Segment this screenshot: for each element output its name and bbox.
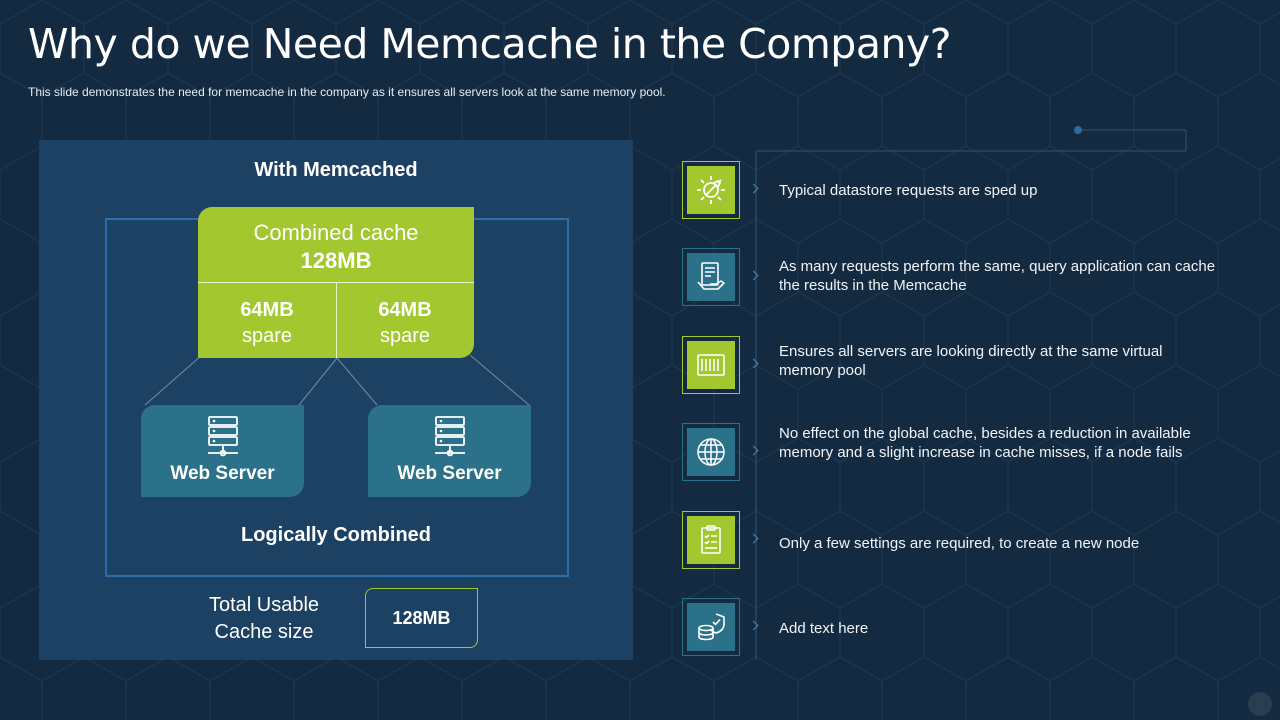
benefit-item: Only a few settings are required, to cre… [682, 511, 1242, 571]
clipboard-checklist-icon [701, 525, 721, 554]
benefit-icon-frame [682, 598, 740, 656]
combined-cache-size: 128MB [300, 248, 372, 273]
server-icon [435, 416, 465, 457]
total-label-line1: Total Usable [208, 594, 320, 616]
benefit-text: No effect on the global cache, besides a… [779, 425, 1191, 461]
benefit-item: Ensures all servers are looking directly… [682, 336, 1242, 396]
memcached-diagram-panel: With Memcached Combined cache 128MB 64MB… [39, 140, 633, 660]
spare-amount: 64MB [240, 299, 294, 321]
benefit-item: Add text here [682, 598, 1242, 658]
corner-dot [1248, 692, 1272, 716]
web-server-left: Web Server [141, 405, 304, 497]
logically-combined-label: Logically Combined [240, 524, 432, 546]
spare-label: spare [241, 325, 293, 347]
gear-wrench-icon [697, 176, 725, 204]
memory-module-icon [697, 354, 725, 376]
globe-grid-icon [697, 438, 725, 466]
total-cache-size-box: 128MB [365, 588, 478, 648]
web-server-label: Web Server [170, 463, 275, 484]
combined-cache-block: Combined cache 128MB 64MB spare 64MB spa… [198, 207, 474, 358]
benefit-item: No effect on the global cache, besides a… [682, 423, 1242, 483]
benefit-item: As many requests perform the same, query… [682, 248, 1242, 308]
chevron-right-icon [748, 183, 759, 194]
total-usable-label: Total Usable Cache size [199, 592, 329, 646]
page-subtitle: This slide demonstrates the need for mem… [28, 85, 666, 99]
benefit-text: Add text here [779, 620, 869, 637]
spare-cache-left: 64MB spare [198, 297, 336, 349]
web-server-right: Web Server [368, 405, 531, 497]
benefit-icon-frame [682, 161, 740, 219]
benefit-text: Typical datastore requests are sped up [779, 182, 1038, 199]
list-connector-lines [755, 126, 1187, 660]
cache-divider-vertical [336, 282, 337, 358]
chevron-right-icon [748, 358, 759, 369]
spare-label: spare [379, 325, 431, 347]
benefit-icon-frame [682, 248, 740, 306]
chevron-right-icon [748, 620, 759, 631]
document-hand-icon [697, 262, 725, 290]
server-icon [208, 416, 238, 457]
web-server-label: Web Server [397, 463, 502, 484]
combined-cache-title: Combined cache [253, 220, 419, 245]
benefit-text: Only a few settings are required, to cre… [779, 535, 1140, 552]
benefit-icon-frame [682, 423, 740, 481]
shield-database-icon [698, 613, 725, 641]
chevron-right-icon [748, 533, 759, 544]
total-label-line2: Cache size [214, 621, 314, 643]
diagram-connectors [144, 354, 530, 406]
chevron-right-icon [748, 445, 759, 456]
diagram-heading: With Memcached [254, 159, 418, 181]
page-title: Why do we Need Memcache in the Company? [28, 20, 951, 68]
benefit-icon-frame [682, 511, 740, 569]
spare-cache-right: 64MB spare [336, 297, 474, 349]
benefit-item: Typical datastore requests are sped up [682, 161, 1242, 221]
benefit-icon-frame [682, 336, 740, 394]
chevron-right-icon [748, 270, 759, 281]
benefit-text: As many requests perform the same, query… [779, 258, 1216, 294]
benefit-text: Ensures all servers are looking directly… [779, 343, 1163, 379]
spare-amount: 64MB [378, 299, 432, 321]
